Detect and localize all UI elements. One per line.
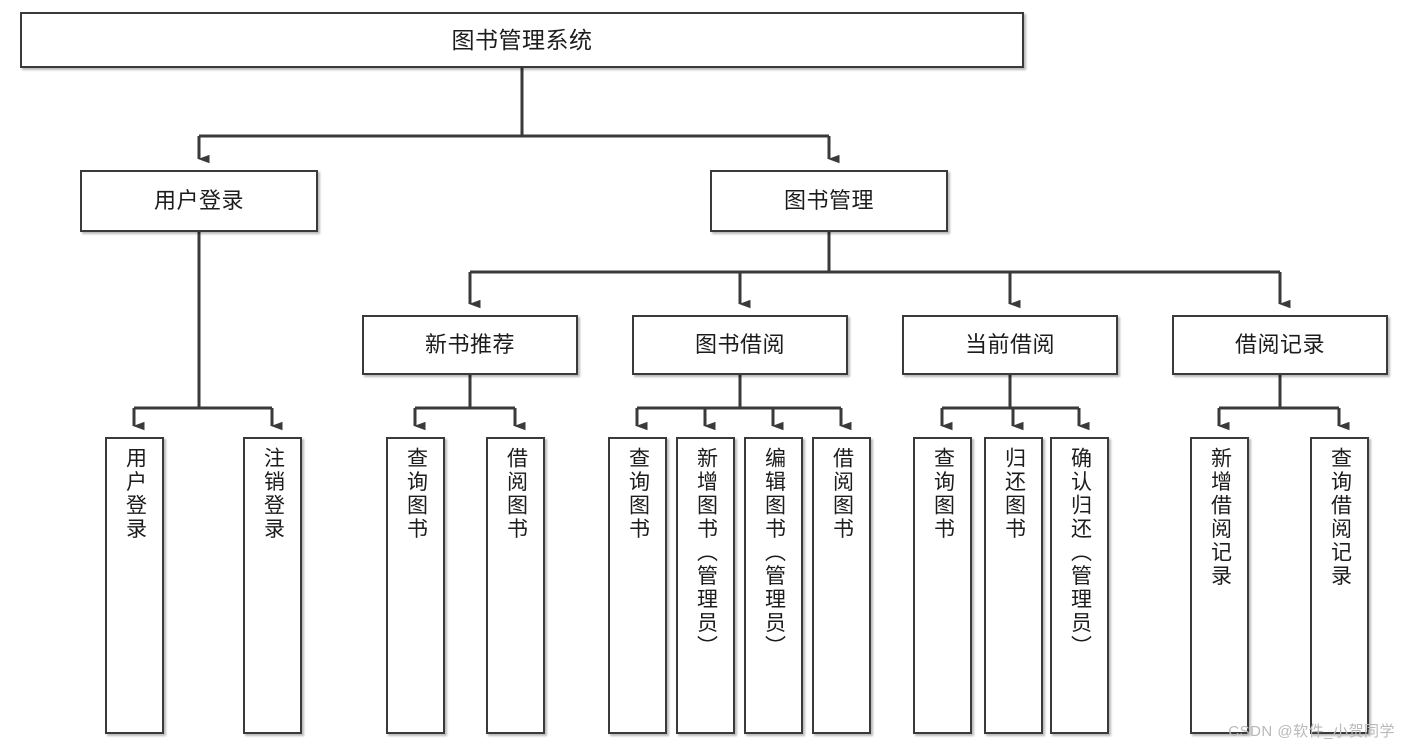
leaf-search-book-current-label: 查询图书 bbox=[931, 447, 955, 541]
leaf-edit-book-admin[interactable]: 编辑图书（管理员） bbox=[744, 437, 803, 734]
leaf-logout[interactable]: 注销登录 bbox=[243, 437, 302, 734]
leaf-search-book-borrow-label: 查询图书 bbox=[626, 447, 650, 541]
node-root[interactable]: 图书管理系统 bbox=[20, 12, 1024, 68]
leaf-edit-book-admin-label: 编辑图书（管理员） bbox=[762, 447, 786, 659]
leaf-add-borrow-record[interactable]: 新增借阅记录 bbox=[1190, 437, 1249, 734]
node-book-management[interactable]: 图书管理 bbox=[710, 170, 948, 232]
leaf-borrow-book-recommend[interactable]: 借阅图书 bbox=[486, 437, 545, 734]
leaf-add-book-admin-label: 新增图书（管理员） bbox=[694, 447, 718, 659]
leaf-confirm-return-admin-label: 确认归还（管理员） bbox=[1068, 447, 1092, 659]
node-borrow-record-label: 借阅记录 bbox=[1234, 332, 1325, 358]
leaf-search-borrow-record-label: 查询借阅记录 bbox=[1328, 447, 1352, 588]
node-book-management-label: 图书管理 bbox=[783, 188, 874, 214]
node-book-borrow-label: 图书借阅 bbox=[694, 332, 785, 358]
leaf-borrow-book-label: 借阅图书 bbox=[830, 447, 854, 541]
leaf-search-borrow-record[interactable]: 查询借阅记录 bbox=[1310, 437, 1369, 734]
leaf-confirm-return-admin[interactable]: 确认归还（管理员） bbox=[1050, 437, 1109, 734]
leaf-search-book-current[interactable]: 查询图书 bbox=[913, 437, 972, 734]
leaf-search-book-recommend[interactable]: 查询图书 bbox=[386, 437, 445, 734]
node-new-book-recommend[interactable]: 新书推荐 bbox=[362, 315, 578, 375]
node-user-login-label: 用户登录 bbox=[153, 188, 244, 214]
node-current-borrow[interactable]: 当前借阅 bbox=[902, 315, 1118, 375]
leaf-borrow-book[interactable]: 借阅图书 bbox=[812, 437, 871, 734]
leaf-add-borrow-record-label: 新增借阅记录 bbox=[1208, 447, 1232, 588]
node-book-borrow[interactable]: 图书借阅 bbox=[632, 315, 848, 375]
node-new-book-recommend-label: 新书推荐 bbox=[424, 332, 515, 358]
leaf-search-book-borrow[interactable]: 查询图书 bbox=[608, 437, 667, 734]
connector-paths bbox=[132, 68, 1350, 431]
leaf-user-login-label: 用户登录 bbox=[123, 447, 147, 541]
node-borrow-record[interactable]: 借阅记录 bbox=[1172, 315, 1388, 375]
leaf-add-book-admin[interactable]: 新增图书（管理员） bbox=[676, 437, 735, 734]
node-root-label: 图书管理系统 bbox=[451, 26, 593, 53]
leaf-borrow-book-recommend-label: 借阅图书 bbox=[504, 447, 528, 541]
node-user-login[interactable]: 用户登录 bbox=[80, 170, 318, 232]
leaf-user-login[interactable]: 用户登录 bbox=[105, 437, 164, 734]
node-current-borrow-label: 当前借阅 bbox=[964, 332, 1055, 358]
leaf-logout-label: 注销登录 bbox=[261, 447, 285, 541]
leaf-search-book-recommend-label: 查询图书 bbox=[404, 447, 428, 541]
leaf-return-book[interactable]: 归还图书 bbox=[984, 437, 1043, 734]
leaf-return-book-label: 归还图书 bbox=[1002, 447, 1026, 541]
